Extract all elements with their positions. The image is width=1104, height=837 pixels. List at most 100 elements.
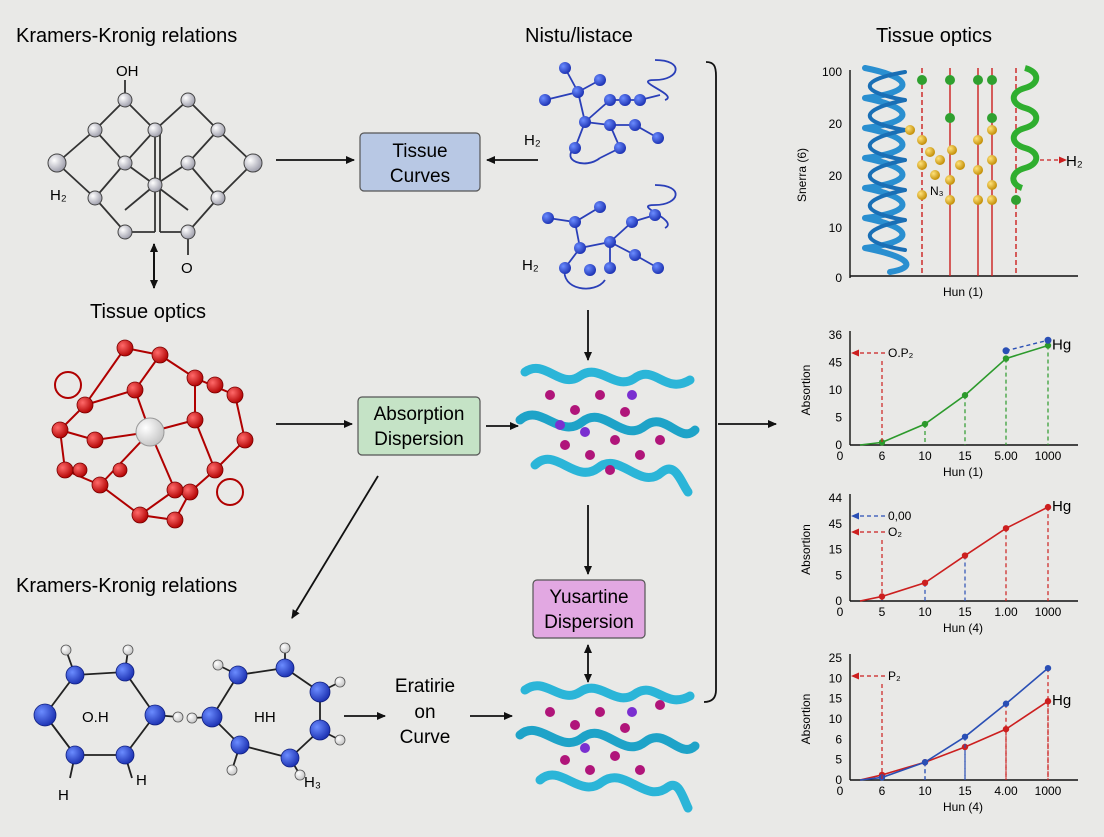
molecule-blue-atoms	[33, 658, 331, 768]
box-tissue-curves-line2: Curves	[390, 166, 450, 187]
chart-point	[921, 759, 929, 766]
chart-point	[1044, 698, 1052, 705]
label-bottom-h-mid: H	[136, 772, 147, 789]
label-h2-left: H₂	[50, 187, 67, 204]
chart1-ylabel: Snerra (6)	[795, 148, 809, 202]
chart1-green-helix	[1010, 65, 1040, 191]
chart-point	[1002, 725, 1010, 733]
chart-point	[1044, 664, 1052, 672]
chart-annotation-text: O.P₂	[888, 346, 914, 360]
box-absorption-line2: Dispersion	[374, 429, 464, 450]
chart-xtick: 15	[958, 605, 972, 619]
chart-xtick: 1.00	[994, 605, 1018, 619]
chart-ylabel: Absortion	[799, 524, 813, 575]
chart-point	[1002, 700, 1010, 707]
chart-series-line	[859, 700, 1049, 781]
chart1-annotation-h2: H₂	[1066, 153, 1083, 170]
chart1-blue-helix	[862, 65, 910, 275]
chart1-ytick: 0	[835, 271, 842, 285]
chart-point	[1044, 342, 1052, 349]
chart-point	[1044, 503, 1052, 511]
chart-series-line	[859, 667, 1049, 781]
chart-ylabel: Absortion	[799, 365, 813, 416]
eratirie-line3: Curve	[400, 727, 451, 748]
chart1-ytick: 10	[829, 221, 843, 235]
chart-ylabel: Absortion	[799, 694, 813, 745]
chart-series-name: Hɡ	[1052, 498, 1071, 515]
eratirie-line1: Eratirie	[395, 676, 455, 697]
molecule-red-center-atom	[135, 417, 165, 447]
chart-ytick: 45	[829, 517, 843, 531]
label-bottom-oh: O.H	[82, 709, 109, 726]
chart-xlabel: Hun (4)	[943, 800, 983, 814]
chart-ytick: 10	[829, 383, 843, 397]
chart1-xlabel: Hun (1)	[943, 285, 983, 299]
box-yusartine-line1: Yusartine	[549, 587, 628, 608]
box-absorption-line1: Absorption	[374, 404, 465, 425]
chart-ytick: 5	[835, 411, 842, 425]
chart-point	[878, 439, 886, 446]
label-oh: OH	[116, 63, 139, 80]
chart-point	[921, 579, 929, 587]
heading-left-bottom: Kramers-Kronig relations	[16, 575, 237, 597]
chart-point	[961, 552, 969, 559]
chart-xtick: 10	[918, 784, 932, 798]
label-bottom-h3: H₃	[304, 774, 321, 791]
flow-arrows	[276, 61, 777, 720]
chart-ytick: 5	[835, 753, 842, 767]
chart1-ytick: 100	[822, 65, 842, 79]
heading-left-middle: Tissue optics	[90, 301, 206, 323]
chart-annotation-text: O₂	[888, 525, 902, 539]
chart-ytick: 44	[829, 491, 843, 505]
heading-center-top: Nistu/listace	[525, 25, 633, 47]
protein-ribbon-bottom	[515, 681, 700, 813]
chart-point	[921, 420, 929, 428]
chart-xtick: 1000	[1035, 605, 1062, 619]
eratirie-line2: on	[414, 702, 435, 723]
chart-xlabel: Hun (1)	[943, 465, 983, 479]
label-bottom-h-left: H	[58, 787, 69, 804]
chart-point	[1002, 525, 1010, 532]
chart-ytick: 0	[835, 438, 842, 452]
box-absorption-dispersion: Absorption Dispersion	[357, 396, 481, 456]
chart-xtick: 6	[879, 449, 886, 463]
chart-ytick: 6	[835, 732, 842, 746]
chart-xtick: 0	[837, 784, 844, 798]
label-h2-center-b: H₂	[522, 257, 539, 274]
chart-xtick: 0	[837, 605, 844, 619]
chart-xtick: 15	[958, 784, 972, 798]
chart-annotation-text: 0,00	[888, 509, 912, 523]
heading-left-top: Kramers-Kronig relations	[16, 25, 237, 47]
chart-ytick: 10	[829, 712, 843, 726]
chart-ytick: 10	[829, 671, 843, 685]
chart-xtick: 5.00	[994, 449, 1018, 463]
chart-ytick: 15	[829, 543, 843, 557]
chart-series-name: Hɡ	[1052, 336, 1071, 353]
chart-xtick: 0	[837, 449, 844, 463]
chart-blue-dash	[1005, 339, 1049, 352]
molecule-h-atoms	[60, 642, 346, 781]
chart-series-line	[859, 344, 1049, 446]
chart-point	[1002, 355, 1010, 362]
chart-xtick: 6	[879, 784, 886, 798]
chart-ytick: 36	[829, 328, 843, 342]
chart-point	[961, 733, 969, 740]
label-o-bottom: O	[181, 260, 193, 277]
chart-xtick: 10	[918, 605, 932, 619]
chart-ytick: 5	[835, 568, 842, 582]
molecule-center-blue-a-atoms	[539, 62, 664, 154]
box-yusartine-line2: Dispersion	[544, 612, 634, 633]
molecule-grey-atoms	[47, 92, 263, 240]
chart-series-line	[859, 506, 1049, 602]
chart-ytick: 0	[835, 594, 842, 608]
chart-point	[961, 392, 969, 399]
molecule-center-blue-a	[544, 59, 677, 165]
molecule-grey-lattice	[56, 80, 254, 255]
label-bottom-hh: HH	[254, 709, 276, 726]
